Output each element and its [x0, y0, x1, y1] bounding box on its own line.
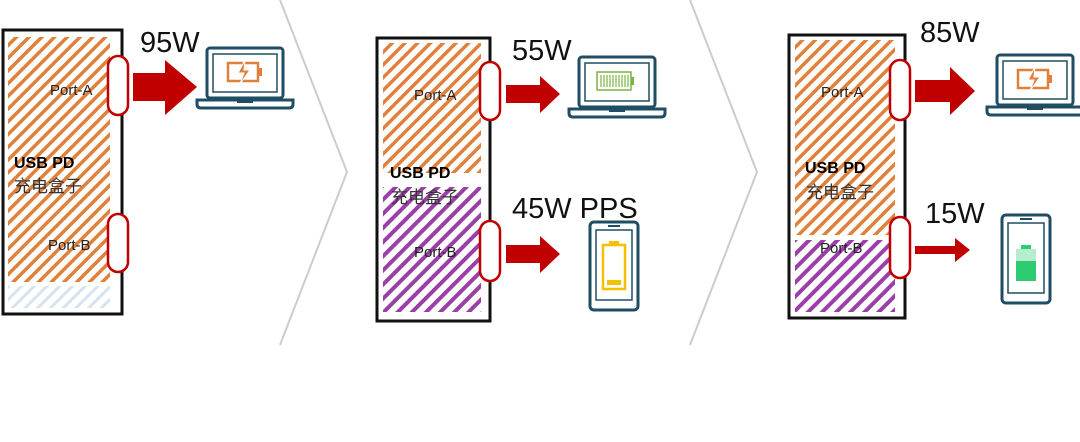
full-battery-icon — [596, 71, 634, 91]
green-battery-icon — [1016, 245, 1036, 281]
orange-power-region — [8, 37, 110, 282]
device-title: USB PD — [805, 160, 865, 177]
port-a-label: Port-A — [821, 84, 864, 101]
panel-3: Port-A USB PD 充电盒子 Port-B 85W 15W — [787, 17, 1080, 320]
port-b-power: 45W PPS — [512, 193, 638, 225]
phone-icon — [588, 220, 640, 312]
power-arrow-a — [506, 76, 560, 113]
port-a-power: 55W — [512, 35, 572, 67]
power-arrow-a — [133, 60, 197, 115]
purple-power-region — [795, 240, 895, 312]
power-arrow-a — [915, 67, 975, 115]
device-subtitle: 充电盒子 — [806, 183, 874, 203]
chevron-separator — [689, 0, 759, 346]
device-title: USB PD — [390, 165, 450, 182]
orange-power-region — [383, 43, 481, 173]
laptop-icon — [985, 53, 1080, 117]
laptop-icon — [567, 55, 667, 119]
charging-battery-icon — [1016, 66, 1052, 92]
charging-battery-icon — [226, 59, 262, 85]
port-a — [106, 54, 130, 117]
port-b — [888, 215, 912, 280]
low-battery-icon — [601, 241, 627, 291]
port-a — [478, 60, 502, 122]
port-b — [106, 212, 130, 274]
unused-power-region — [8, 286, 110, 308]
panel-1: Port-A USB PD 充电盒子 Port-B 95W — [1, 27, 295, 316]
port-b-power: 15W — [925, 198, 985, 230]
device-title: USB PD — [14, 155, 74, 172]
orange-power-region — [795, 40, 895, 235]
purple-power-region — [383, 187, 481, 312]
power-arrow-b — [506, 236, 560, 273]
device-subtitle: 充电盒子 — [391, 188, 459, 208]
port-a-label: Port-A — [50, 82, 93, 99]
port-b-label: Port-B — [414, 244, 457, 261]
port-a-power: 95W — [140, 27, 200, 59]
chevron-separator — [279, 0, 349, 346]
port-b — [478, 219, 502, 283]
port-b-label: Port-B — [48, 237, 91, 254]
port-a-power: 85W — [920, 17, 980, 49]
port-a-label: Port-A — [414, 87, 457, 104]
port-b-label: Port-B — [820, 240, 863, 257]
phone-icon — [1000, 213, 1052, 305]
panel-2: Port-A USB PD 充电盒子 Port-B 55W 45W PPS — [375, 35, 667, 323]
port-a — [888, 58, 912, 122]
laptop-icon — [195, 46, 295, 110]
power-arrow-b — [915, 238, 970, 262]
device-subtitle: 充电盒子 — [14, 177, 82, 197]
